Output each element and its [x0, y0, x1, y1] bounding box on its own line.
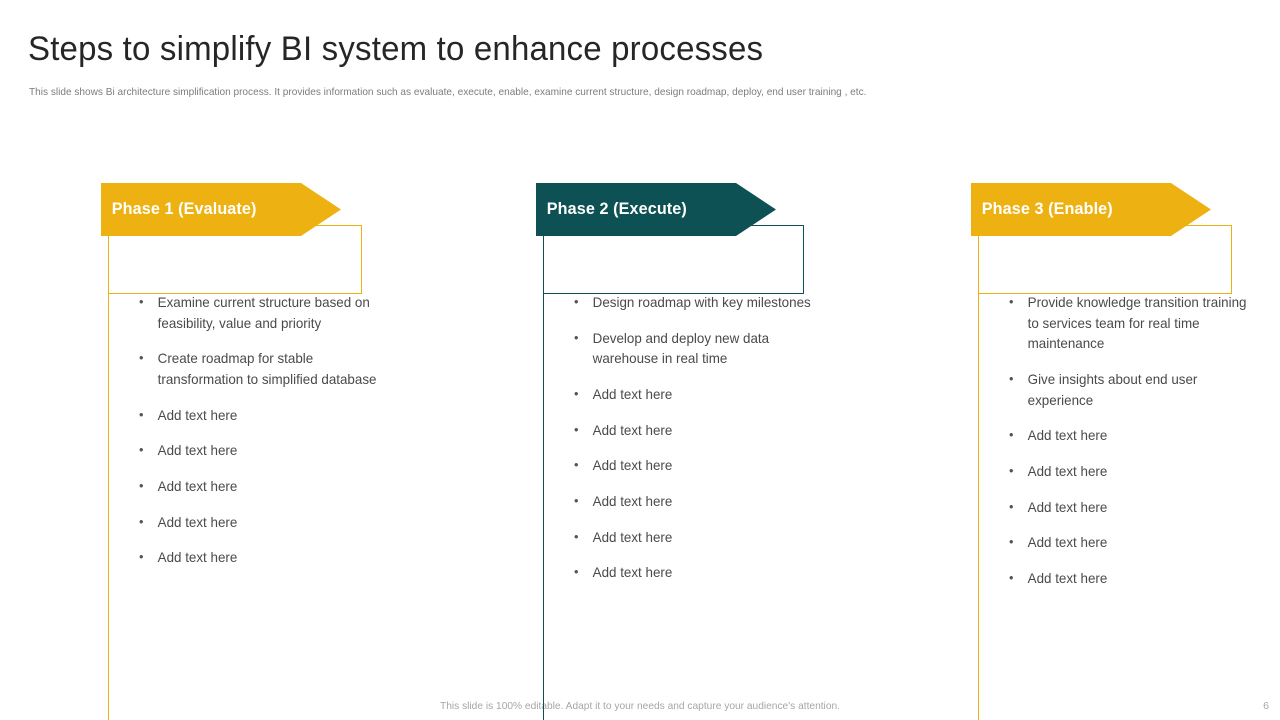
list-item: Add text here — [135, 440, 383, 462]
list-item: Create roadmap for stable transformation… — [135, 348, 383, 390]
footer-note: This slide is 100% editable. Adapt it to… — [439, 700, 840, 712]
list-item: Add text here — [1005, 568, 1253, 590]
list-item: Give insights about end user experience — [1005, 369, 1253, 411]
phase-column-3: Phase 3 (Enable) Provide knowledge trans… — [971, 183, 1246, 720]
list-item: Add text here — [135, 512, 383, 534]
list-item: Design roadmap with key milestones — [570, 292, 818, 314]
list-item: Add text here — [135, 405, 383, 427]
phase-banner-label-2: Phase 2 (Execute) — [546, 200, 687, 218]
list-item: Add text here — [570, 420, 818, 442]
list-item: Add text here — [570, 527, 818, 549]
list-item: Add text here — [570, 384, 818, 406]
phase-banner-2[interactable]: Phase 2 (Execute) — [536, 183, 776, 236]
bullet-list-1: Examine current structure based on feasi… — [135, 292, 387, 584]
page-number: 6 — [1263, 700, 1269, 712]
list-item: Add text here — [570, 562, 818, 584]
phase-banner-3[interactable]: Phase 3 (Enable) — [971, 183, 1211, 236]
list-item: Add text here — [1005, 425, 1253, 447]
bullet-list-3: Provide knowledge transition training to… — [1005, 292, 1257, 605]
list-item: Add text here — [570, 491, 818, 513]
list-item: Develop and deploy new data warehouse in… — [570, 328, 818, 370]
list-item: Add text here — [1005, 497, 1253, 519]
phase-content-panel-1: Examine current structure based on feasi… — [108, 257, 376, 720]
phase-banner-label-3: Phase 3 (Enable) — [981, 200, 1113, 218]
phase-banner-label-1: Phase 1 (Evaluate) — [111, 200, 257, 218]
phase-content-panel-2: Design roadmap with key milestones Devel… — [543, 257, 811, 720]
list-item: Add text here — [1005, 461, 1253, 483]
list-item: Add text here — [570, 455, 818, 477]
list-item: Add text here — [135, 476, 383, 498]
list-item: Examine current structure based on feasi… — [135, 292, 383, 334]
list-item: Add text here — [1005, 532, 1253, 554]
bullet-list-2: Design roadmap with key milestones Devel… — [570, 292, 822, 599]
phase-column-2: Phase 2 (Execute) Design roadmap with ke… — [536, 183, 811, 720]
phase-banner-1[interactable]: Phase 1 (Evaluate) — [101, 183, 341, 236]
phase-column-1: Phase 1 (Evaluate) Examine current struc… — [101, 183, 376, 720]
list-item: Add text here — [135, 547, 383, 569]
page-subtitle: This slide shows Bi architecture simplif… — [29, 86, 867, 98]
page-title: Steps to simplify BI system to enhance p… — [28, 30, 764, 68]
phase-content-panel-3: Provide knowledge transition training to… — [978, 257, 1246, 720]
list-item: Provide knowledge transition training to… — [1005, 292, 1253, 355]
